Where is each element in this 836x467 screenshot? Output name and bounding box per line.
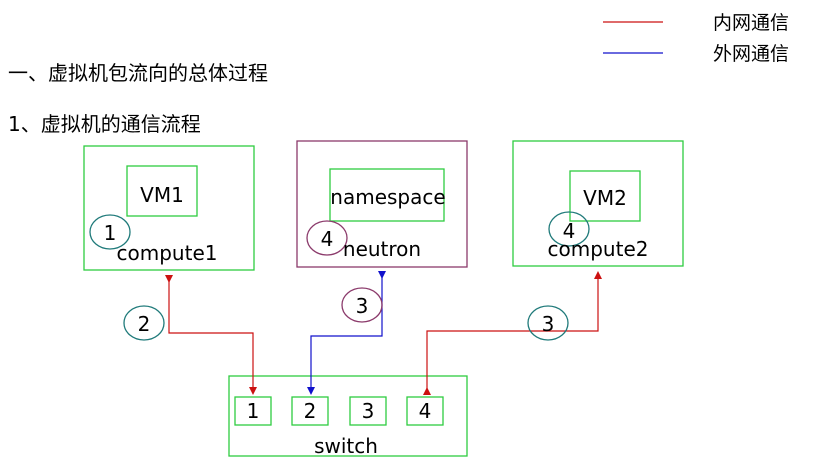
legend-internal-label: 内网通信 bbox=[713, 12, 789, 34]
flow-switch-neutron-step-circle bbox=[341, 287, 383, 323]
legend: 内网通信 外网通信 bbox=[603, 12, 789, 65]
flow-switch-compute2: 3 bbox=[423, 271, 602, 395]
compute1-step-number: 1 bbox=[104, 221, 117, 245]
flow-switch-compute2-step-number: 3 bbox=[542, 312, 555, 336]
compute1-step-circle bbox=[89, 214, 131, 250]
switch-port-1-label: 1 bbox=[247, 399, 260, 423]
legend-external-label: 外网通信 bbox=[713, 43, 789, 65]
switch-port-4-box bbox=[406, 396, 444, 426]
switch-port-3-box bbox=[349, 396, 387, 426]
compute2-label: compute2 bbox=[548, 237, 649, 261]
flow-switch-neutron-step-number: 3 bbox=[356, 294, 369, 318]
compute1-node: VM1 1 compute1 bbox=[83, 145, 255, 271]
switch-port-2-label: 2 bbox=[304, 399, 317, 423]
switch-port-1-box bbox=[234, 396, 272, 426]
namespace-box bbox=[329, 168, 445, 222]
flow-switch-neutron-line bbox=[307, 271, 386, 395]
vm1-box bbox=[126, 165, 198, 217]
vm1-label: VM1 bbox=[140, 183, 184, 207]
switch-port-2-box bbox=[291, 396, 329, 426]
section-heading: 一、虚拟机包流向的总体过程 bbox=[8, 61, 268, 85]
compute1-box bbox=[83, 145, 255, 271]
neutron-label: neutron bbox=[343, 237, 421, 261]
flow-switch-neutron: 3 bbox=[307, 271, 386, 395]
compute2-step-circle bbox=[548, 211, 590, 247]
neutron-step-circle bbox=[306, 220, 348, 256]
switch-port-3-label: 3 bbox=[362, 399, 375, 423]
subsection-heading: 1、虚拟机的通信流程 bbox=[8, 112, 201, 136]
compute2-step-number: 4 bbox=[563, 219, 576, 243]
flow-compute1-switch-line bbox=[165, 275, 257, 395]
flow-compute1-switch-step-number: 2 bbox=[138, 312, 151, 336]
flow-compute1-switch: 2 bbox=[123, 275, 257, 395]
flow-compute1-switch-step-circle bbox=[123, 305, 165, 341]
flow-switch-compute2-line bbox=[423, 271, 602, 395]
switch-node: 1 2 3 4 switch bbox=[228, 375, 468, 458]
compute2-box bbox=[512, 140, 684, 267]
compute1-label: compute1 bbox=[117, 241, 218, 265]
compute2-node: VM2 4 compute2 bbox=[512, 140, 684, 267]
neutron-box bbox=[296, 140, 468, 268]
flow-switch-compute2-step-circle bbox=[527, 305, 569, 341]
vm2-box bbox=[569, 170, 641, 222]
switch-label: switch bbox=[314, 434, 378, 458]
switch-port-4-label: 4 bbox=[419, 399, 432, 423]
neutron-step-number: 4 bbox=[321, 227, 334, 251]
vm2-label: VM2 bbox=[583, 186, 627, 210]
namespace-label: namespace bbox=[330, 185, 445, 209]
neutron-node: namespace 4 neutron bbox=[296, 140, 468, 268]
